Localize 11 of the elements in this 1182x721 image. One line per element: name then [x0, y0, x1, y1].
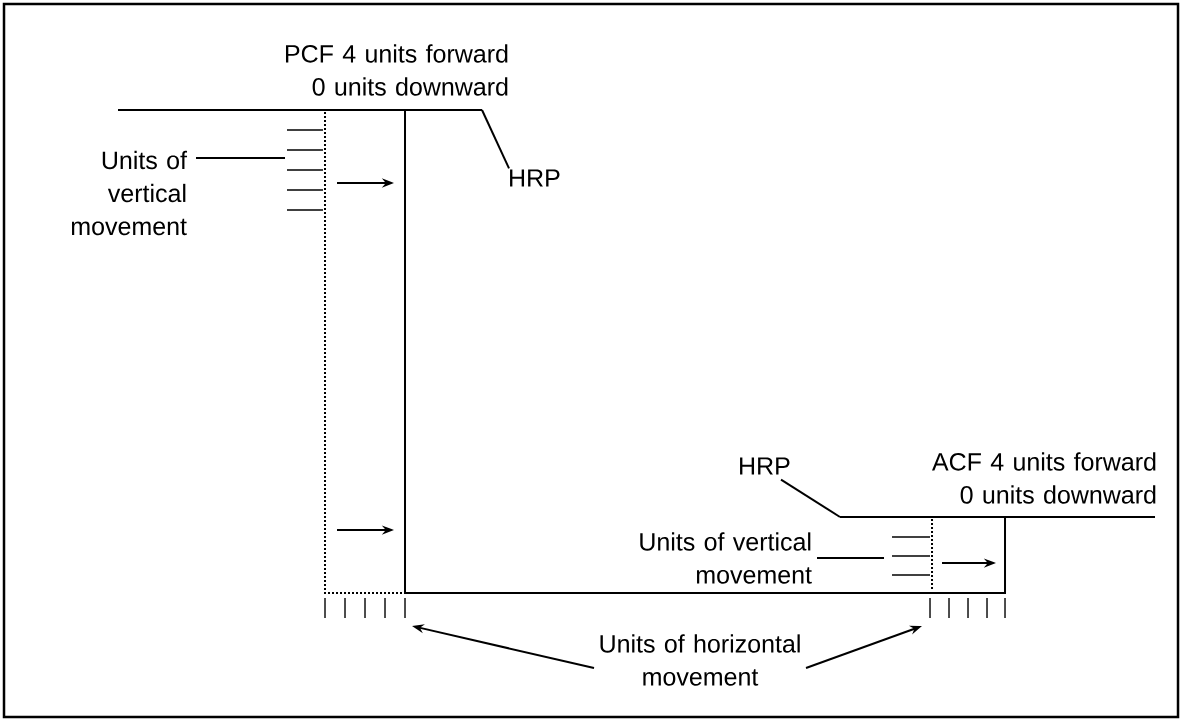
- leader-line: [780, 478, 841, 518]
- leader-line: [481, 109, 510, 170]
- label-text: Units of vertical movement: [71, 150, 187, 236]
- caption-text: PCF 4 units forward 0 units downward: [286, 44, 508, 96]
- label-text: Units of vertical movement: [640, 532, 812, 584]
- leader-line: [816, 557, 885, 559]
- caption-text: ACF 4 units forward 0 units downward: [932, 452, 1156, 504]
- label-text: Units of horizontal movement: [600, 634, 800, 686]
- leader-line: [195, 157, 286, 159]
- label-text: HRP: [740, 457, 790, 475]
- label-text: HRP: [510, 169, 560, 187]
